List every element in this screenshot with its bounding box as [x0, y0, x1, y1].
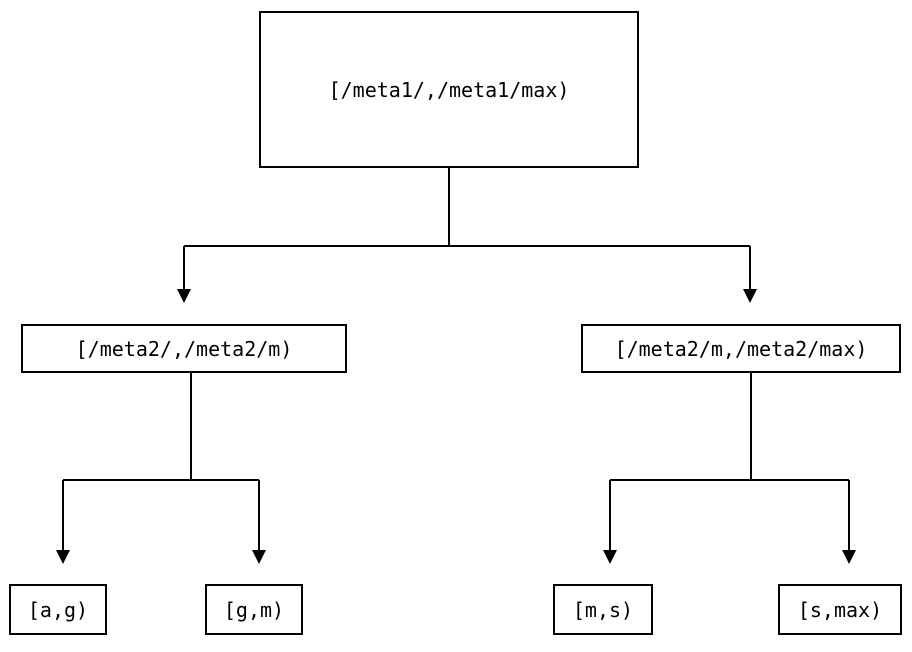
node-leaf-m-s[interactable]: [m,s) [553, 584, 653, 635]
node-mid-left[interactable]: [/meta2/,/meta2/m) [21, 324, 347, 373]
arrowhead-to-leaf-g-m [252, 550, 266, 564]
node-root[interactable]: [/meta1/,/meta1/max) [259, 11, 639, 168]
node-root-label: [/meta1/,/meta1/max) [328, 77, 570, 102]
node-mid-left-label: [/meta2/,/meta2/m) [75, 336, 293, 361]
node-leaf-g-m[interactable]: [g,m) [205, 584, 303, 635]
node-leaf-a-g[interactable]: [a,g) [9, 584, 107, 635]
node-leaf-s-max-label: [s,max) [797, 597, 883, 622]
arrowhead-to-leaf-m-s [603, 550, 617, 564]
node-leaf-a-g-label: [a,g) [27, 597, 89, 622]
arrowhead-to-mid-right [743, 289, 757, 303]
arrowhead-to-leaf-a-g [56, 550, 70, 564]
node-mid-right-label: [/meta2/m,/meta2/max) [614, 336, 868, 361]
node-leaf-s-max[interactable]: [s,max) [778, 584, 902, 635]
node-mid-right[interactable]: [/meta2/m,/meta2/max) [581, 324, 901, 373]
node-leaf-m-s-label: [m,s) [572, 597, 634, 622]
arrowhead-to-mid-left [177, 289, 191, 303]
arrowhead-to-leaf-s-max [842, 550, 856, 564]
node-leaf-g-m-label: [g,m) [223, 597, 285, 622]
